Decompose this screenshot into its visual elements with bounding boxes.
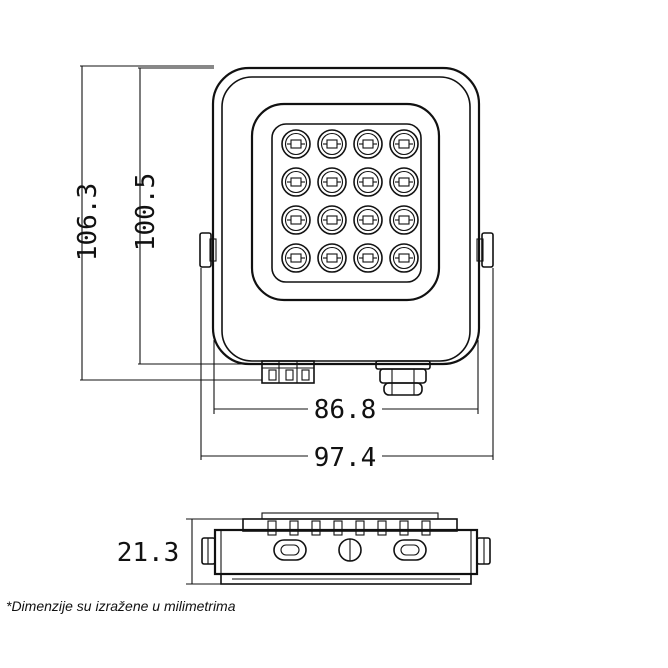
led <box>281 205 311 235</box>
right-bracket-knob <box>481 232 494 268</box>
front-view: 106.3 100.5 86.8 97.4 <box>73 65 494 473</box>
led <box>281 129 311 159</box>
led <box>353 129 383 159</box>
fin <box>377 520 387 536</box>
lens-frame-outer <box>250 102 441 302</box>
label-total-height: 106.3 <box>73 183 103 261</box>
dim-body-height <box>138 67 262 365</box>
dim-total-width <box>200 268 494 460</box>
housing-outer <box>211 66 481 366</box>
left-bracket-knob <box>199 232 212 268</box>
label-depth: 21.3 <box>117 538 180 568</box>
led <box>353 167 383 197</box>
dim-depth <box>186 518 243 585</box>
led <box>389 205 419 235</box>
fin <box>289 520 299 536</box>
heat-sink-fins <box>267 520 431 536</box>
label-body-width: 86.8 <box>314 395 377 425</box>
fin <box>421 520 431 536</box>
lens-frame-inner <box>271 123 422 283</box>
fin <box>355 520 365 536</box>
led <box>353 243 383 273</box>
dim-body-width <box>213 340 479 414</box>
terminal-block <box>261 360 315 384</box>
led <box>389 243 419 273</box>
led <box>317 243 347 273</box>
led <box>281 243 311 273</box>
side-view: 21.3 <box>117 512 491 585</box>
led <box>317 129 347 159</box>
right-slot <box>393 539 427 561</box>
dim-total-height <box>80 65 262 381</box>
led <box>317 167 347 197</box>
fin <box>399 520 409 536</box>
side-body <box>213 528 479 576</box>
cable-gland <box>375 360 431 396</box>
fin <box>267 520 277 536</box>
led-array <box>281 129 419 273</box>
fin <box>333 520 343 536</box>
led <box>281 167 311 197</box>
footnote: *Dimenzije su izražene u milimetrima <box>6 598 236 614</box>
label-body-height: 100.5 <box>131 173 161 251</box>
fin <box>311 520 321 536</box>
housing-inner <box>221 76 471 362</box>
left-slot <box>273 539 307 561</box>
led <box>389 167 419 197</box>
led <box>353 205 383 235</box>
label-total-width: 97.4 <box>314 443 377 473</box>
led <box>389 129 419 159</box>
led <box>317 205 347 235</box>
